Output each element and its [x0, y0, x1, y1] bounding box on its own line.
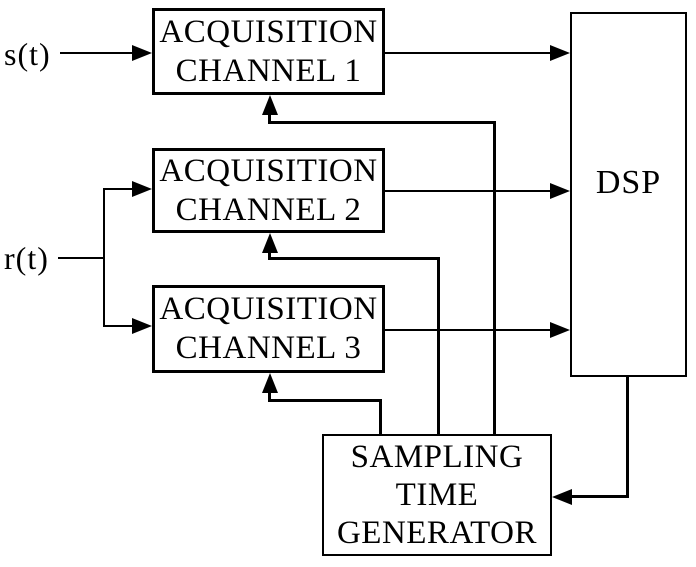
wire-generator-to-channel2-horizontal — [268, 257, 440, 260]
wire-r-to-channel3 — [103, 325, 134, 327]
block-sampling-time-generator-line2: TIME — [395, 477, 479, 513]
block-acquisition-channel-3-line1: ACQUISITION — [159, 291, 378, 327]
wire-r-stem — [58, 257, 105, 259]
block-acquisition-channel-1-line1: ACQUISITION — [159, 13, 378, 50]
wire-dsp-to-generator-horizontal — [570, 495, 629, 498]
wire-channel3-to-dsp — [385, 329, 552, 331]
block-sampling-time-generator: SAMPLING TIME GENERATOR — [322, 434, 552, 556]
wire-r-to-channel2 — [103, 188, 134, 190]
block-acquisition-channel-3-line2: CHANNEL 3 — [175, 330, 362, 366]
block-acquisition-channel-1-line2: CHANNEL 1 — [175, 52, 362, 89]
arrowhead-generator-to-channel3 — [262, 373, 278, 393]
arrowhead-r-to-channel2 — [132, 181, 152, 197]
signal-label-s: s(t) — [4, 36, 51, 72]
arrowhead-generator-to-channel2 — [262, 233, 278, 253]
block-acquisition-channel-3: ACQUISITION CHANNEL 3 — [152, 285, 385, 373]
arrowhead-channel3-to-dsp — [550, 322, 570, 338]
wire-generator-to-channel2-vertical — [437, 257, 440, 436]
block-acquisition-channel-2-line2: CHANNEL 2 — [175, 191, 362, 228]
block-acquisition-channel-1: ACQUISITION CHANNEL 1 — [152, 8, 385, 95]
wire-s-to-channel1 — [60, 52, 134, 54]
wire-generator-to-channel3-stub — [268, 390, 271, 402]
wire-generator-to-channel1-vertical — [493, 121, 496, 436]
block-sampling-time-generator-line1: SAMPLING — [350, 439, 524, 475]
arrowhead-r-to-channel3 — [132, 318, 152, 334]
wire-r-branch-vertical — [103, 188, 105, 327]
wire-generator-to-channel2-stub — [268, 250, 271, 260]
block-acquisition-channel-2: ACQUISITION CHANNEL 2 — [152, 148, 385, 233]
wire-generator-to-channel1-horizontal — [268, 121, 496, 124]
block-dsp: DSP — [570, 12, 687, 377]
signal-label-r: r(t) — [4, 240, 49, 276]
wire-generator-to-channel1-stub — [268, 112, 271, 124]
arrowhead-dsp-to-generator — [552, 489, 572, 505]
block-dsp-label: DSP — [595, 163, 662, 201]
wire-channel1-to-dsp — [385, 52, 552, 54]
arrowhead-channel2-to-dsp — [550, 183, 570, 199]
wire-channel2-to-dsp — [385, 190, 552, 192]
wire-dsp-to-generator-vertical — [626, 376, 629, 498]
arrowhead-s-to-channel1 — [132, 45, 152, 61]
arrowhead-generator-to-channel1 — [262, 95, 278, 115]
wire-generator-to-channel3-vertical — [379, 399, 382, 436]
block-acquisition-channel-2-line1: ACQUISITION — [159, 152, 378, 189]
arrowhead-channel1-to-dsp — [550, 45, 570, 61]
block-sampling-time-generator-line3: GENERATOR — [336, 515, 538, 551]
wire-generator-to-channel3-horizontal — [268, 399, 382, 402]
